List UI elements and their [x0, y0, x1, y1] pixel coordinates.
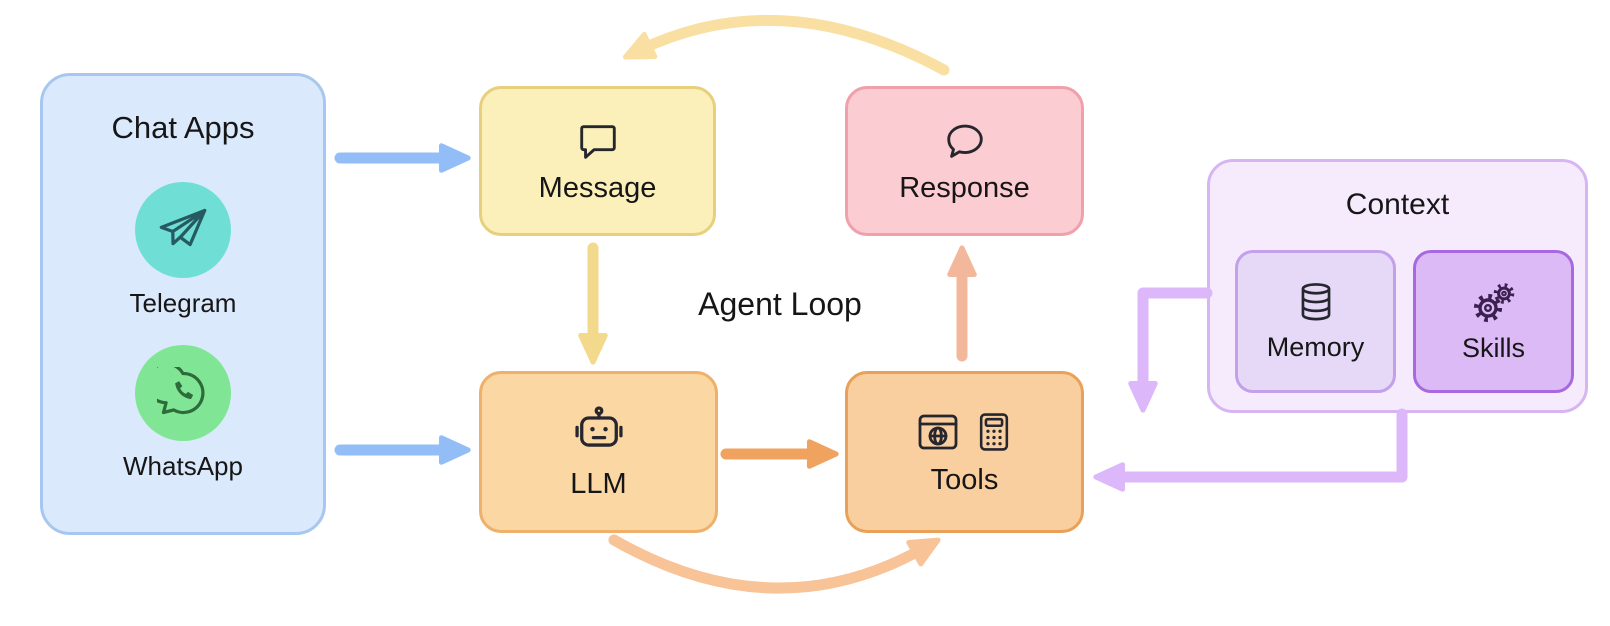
database-icon	[1293, 280, 1339, 326]
response-label: Response	[899, 171, 1030, 204]
chat-apps-title: Chat Apps	[111, 110, 255, 145]
llm-label: LLM	[570, 467, 627, 500]
arrow-context-to-tools-top	[1128, 287, 1213, 413]
skills-label: Skills	[1461, 333, 1525, 363]
agent-loop-label: Agent Loop	[698, 286, 862, 322]
whatsapp-label: WhatsApp	[123, 451, 243, 481]
arrow-llm-to-tools-curve	[608, 534, 941, 594]
gears-icon	[1470, 279, 1518, 327]
tools-icons	[914, 408, 1016, 456]
telegram-label: Telegram	[129, 288, 237, 318]
whatsapp-badge	[135, 345, 231, 441]
chat-bubble-square-icon	[575, 118, 621, 164]
message-node: Message	[479, 86, 716, 236]
tools-label: Tools	[930, 463, 999, 496]
response-node: Response	[845, 86, 1084, 236]
robot-icon	[571, 404, 627, 460]
skills-node: Skills	[1413, 250, 1574, 393]
telegram-icon	[157, 204, 209, 256]
arrow-context-to-tools-side	[1093, 408, 1408, 492]
telegram-badge	[135, 182, 231, 278]
calculator-icon	[972, 408, 1016, 456]
tools-node: Tools	[845, 371, 1084, 533]
context-group: Context Memory	[1207, 159, 1588, 413]
message-label: Message	[538, 171, 657, 204]
chat-apps-group: Chat Apps Telegram WhatsApp	[40, 73, 326, 535]
memory-label: Memory	[1266, 332, 1365, 362]
whatsapp-icon	[157, 367, 209, 419]
memory-node: Memory	[1235, 250, 1396, 393]
llm-node: LLM	[479, 371, 718, 533]
browser-globe-icon	[914, 408, 962, 456]
arrow-response-to-message-curve	[622, 14, 950, 76]
chat-bubble-round-icon	[942, 118, 988, 164]
context-title: Context	[1345, 188, 1450, 221]
